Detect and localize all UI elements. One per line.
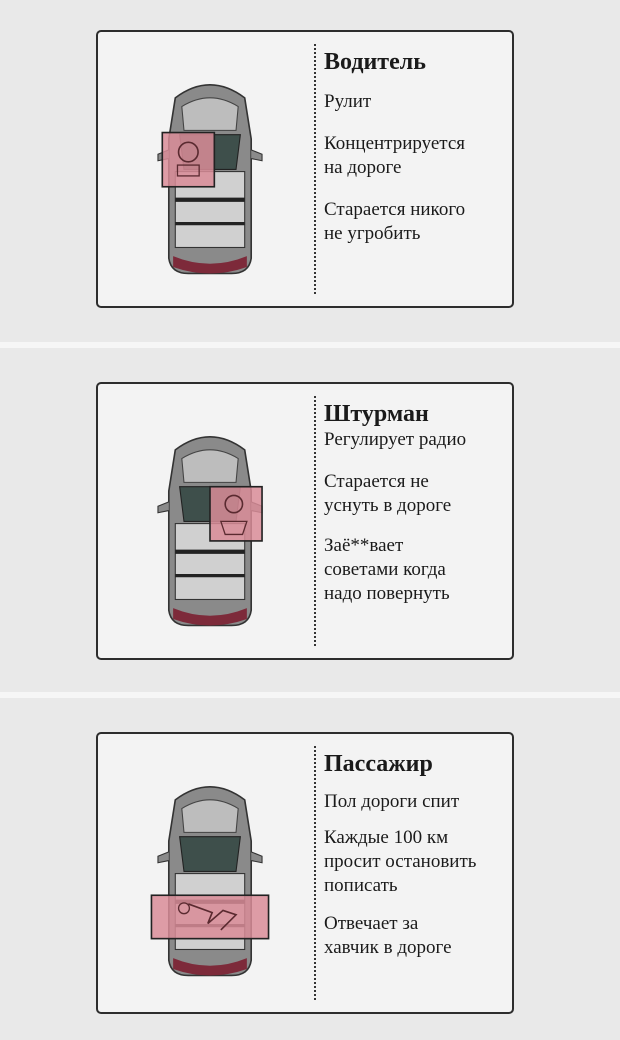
role-line: Регулирует радио	[324, 429, 467, 450]
dotted-divider	[314, 396, 316, 646]
role-line: Пол дороги спит	[324, 791, 460, 812]
dotted-divider	[314, 44, 316, 294]
role-line: хавчик в дороге	[324, 937, 452, 958]
role-line: Каждые 100 км	[324, 827, 449, 848]
driver-card: Водитель Рулит Концентрируется на дороге…	[96, 30, 514, 308]
role-description: Штурман Регулирует радио Старается не ус…	[324, 400, 508, 650]
car-top-view-icon	[154, 426, 266, 632]
panel-separator	[0, 692, 620, 698]
role-title: Водитель	[324, 49, 426, 75]
role-line: советами когда	[324, 559, 446, 580]
role-line: уснуть в дороге	[324, 495, 452, 516]
panel-separator	[0, 342, 620, 348]
role-line: Старается никого	[324, 199, 466, 220]
role-line: надо повернуть	[324, 583, 450, 604]
role-line: Рулит	[324, 91, 372, 112]
role-title: Пассажир	[324, 751, 433, 777]
car-top-view-icon	[150, 776, 270, 982]
role-line: Старается не	[324, 471, 429, 492]
role-line: Заё**вает	[324, 535, 404, 556]
car-top-view-icon	[154, 74, 266, 280]
role-description: Водитель Рулит Концентрируется на дороге…	[324, 48, 508, 298]
dotted-divider	[314, 746, 316, 1000]
passenger-card: Пассажир Пол дороги спит Каждые 100 км п…	[96, 732, 514, 1014]
role-line: Отвечает за	[324, 913, 419, 934]
role-title: Штурман	[324, 401, 429, 427]
role-line: не угробить	[324, 223, 421, 244]
role-line: пописать	[324, 875, 398, 896]
role-line: на дороге	[324, 157, 402, 178]
navigator-card: Штурман Регулирует радио Старается не ус…	[96, 382, 514, 660]
role-line: просит остановить	[324, 851, 477, 872]
role-line: Концентрируется	[324, 133, 466, 154]
role-description: Пассажир Пол дороги спит Каждые 100 км п…	[324, 750, 508, 1004]
